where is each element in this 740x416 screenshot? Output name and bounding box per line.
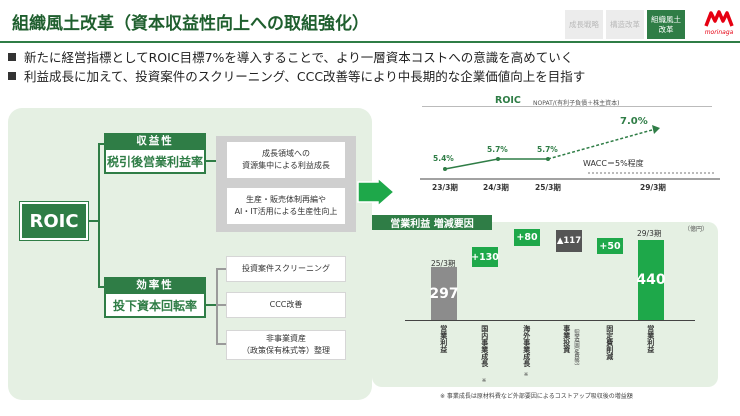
wf-cat-2: 海外事業成長 [522,325,531,367]
roic-value-29: 7.0% [620,116,648,127]
connector [216,304,226,306]
efficiency-header: 効率性 [104,277,206,292]
transition-arrow-icon [357,178,396,208]
roic-point [496,157,500,161]
roic-period-29: 29/3期 [640,183,666,192]
connector [98,286,104,288]
waterfall-bar-overseas: +80 [514,229,540,246]
roic-root-node: ROIC [20,202,88,240]
connector [216,268,218,344]
logo-text: morinaga [705,29,734,36]
wf-cat-2-note: ※ [523,372,529,378]
tab-growth-strategy[interactable]: 成長戦略 [565,10,603,39]
tab-structural-reform[interactable]: 構造改革 [606,10,644,39]
wf-cat-4: 固定費削減 [605,325,614,360]
page-title: 組織風土改革（資本収益性向上への取組強化） [12,14,369,34]
bullet-2-text: 利益成長に加えて、投資案件のスクリーニング、CCC改善等により中長期的な企業価値… [24,69,586,84]
efficiency-node: 投下資本回転率 [104,292,206,318]
waterfall-baseline [405,320,695,321]
bullet-2: 利益成長に加えて、投資案件のスクリーニング、CCC改善等により中長期的な企業価値… [8,66,585,85]
waterfall-bar-fixed-cost: +50 [597,238,623,254]
bullet-square-icon [8,52,16,61]
roic-chart-topline [422,106,712,107]
roic-chart-title: ROIC [495,95,521,106]
roic-line-chart [420,125,720,180]
bullet-1: 新たに経営指標としてROIC目標7%を導入することで、より一層資本コストへの意識… [8,47,573,66]
connector [216,343,226,345]
roic-chart-subtitle: NOPAT/(有利子負債＋株主資本) [533,100,620,107]
roic-forecast-segment [547,129,653,160]
tab-culture-reform[interactable]: 組織風土 改革 [647,10,685,39]
roic-arrowhead-icon [652,125,660,134]
roic-period-25: 25/3期 [535,183,561,192]
tab-culture-reform-label: 組織風土 改革 [651,15,681,34]
roic-period-23: 23/3期 [432,183,458,192]
wf-cat-3: 事業投資 [562,325,571,353]
non-business-assets-item: 非事業資産 （政策保有株式等）整理 [226,330,346,360]
roic-period-24: 24/3期 [483,183,509,192]
productivity-item: 生産・販売体制再編や AI・IT活用による生産性向上 [227,188,345,224]
waterfall-bar-domestic: +130 [471,247,499,267]
waterfall-bar-investment: ▲117 [556,230,582,252]
ccc-improvement-item: CCC改善 [226,292,346,318]
wf-cat-3-note: （製造固定費等） [573,325,579,369]
connector [98,143,100,287]
connector [206,160,216,162]
roic-segment [444,158,499,170]
connector [216,268,226,270]
waterfall-title: 営業利益 増減要因 [372,215,492,230]
waterfall-bar-end: 440 [636,240,666,320]
growth-resource-item: 成長領域への 資源集中による利益成長 [227,142,345,178]
waterfall-unit: （億円） [684,226,709,233]
profitability-header: 収益性 [104,133,206,148]
waterfall-bar-start: 297 [429,267,459,320]
roic-value-23: 5.4% [433,154,454,163]
wf-cat-0: 営業利益 [439,325,448,353]
wacc-label: WACC＝5%程度 [583,159,644,168]
investment-screening-item: 投資案件スクリーニング [226,256,346,282]
logo-icon: morinaga [704,10,734,36]
waterfall-panel [372,222,718,387]
company-logo: morinaga [702,4,736,38]
roic-point [443,167,447,171]
bullet-square-icon [8,71,16,80]
wf-cat-5: 営業利益 [646,325,655,353]
wf-cat-1-note: ※ [481,378,487,384]
connector [206,304,216,306]
waterfall-end-label: 29/3期 [637,229,662,238]
waterfall-start-label: 25/3期 [431,259,456,268]
roic-value-25: 5.7% [537,145,558,154]
waterfall-footnote: ※ 事業成長は原材料費など外部要因によるコストアップ吸収後の増益額 [440,393,633,400]
roic-point [546,157,550,161]
wf-cat-1: 国内事業成長 [480,325,489,367]
profitability-node: 税引後営業利益率 [104,148,206,174]
header-divider [0,41,740,43]
connector [98,143,104,145]
bullet-1-text: 新たに経営指標としてROIC目標7%を導入することで、より一層資本コストへの意識… [24,50,574,65]
connector [88,220,100,222]
roic-value-24: 5.7% [487,145,508,154]
section-tabs: 成長戦略 構造改革 組織風土 改革 [565,10,685,39]
